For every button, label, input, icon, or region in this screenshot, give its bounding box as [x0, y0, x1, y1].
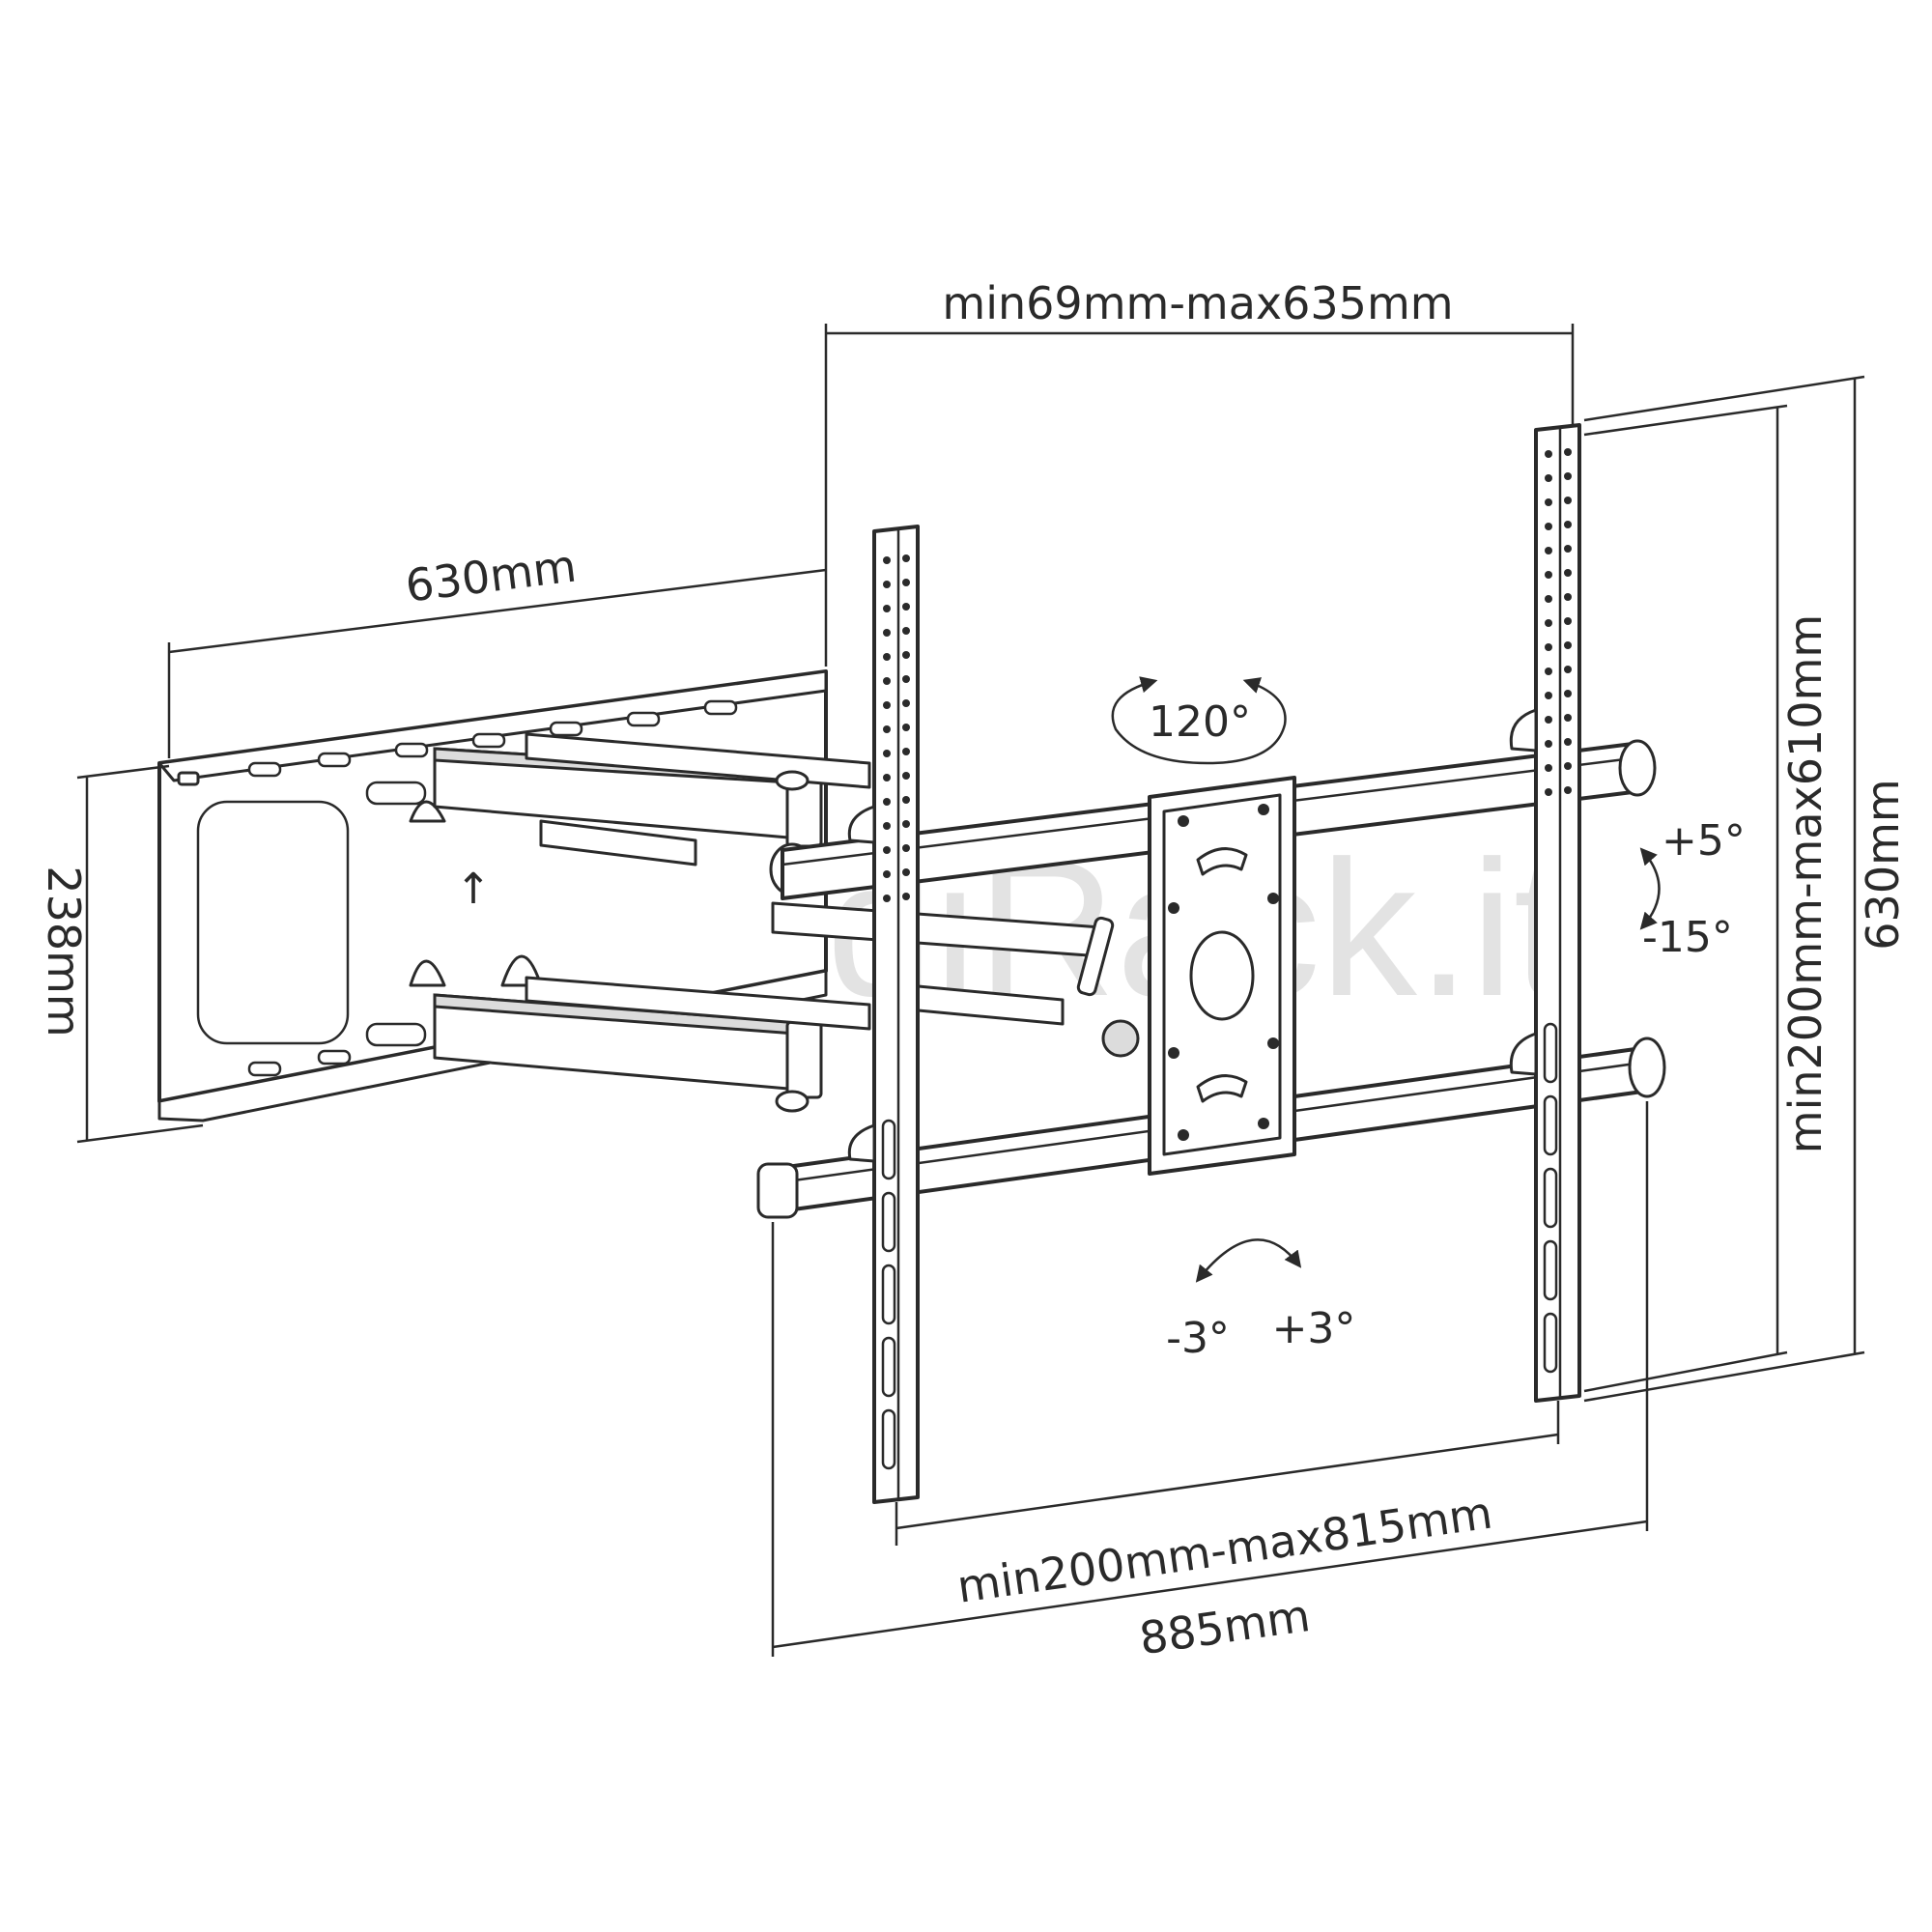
swivel-plate — [1148, 776, 1296, 1176]
wall-plate-height-label: 238mm — [38, 866, 90, 1037]
vertical-hole-span-dimension: min200mm-max610mm — [1583, 404, 1832, 1393]
left-vertical-strap — [847, 525, 920, 1504]
overall-width-label: 885mm — [1136, 1589, 1313, 1664]
vertical-hole-span-label: min200mm-max610mm — [1779, 614, 1832, 1153]
swivel-indicator: 120° — [1111, 676, 1287, 765]
swivel-angle-label: 120° — [1149, 697, 1251, 747]
wall-plate-height-dimension: 238mm — [38, 764, 204, 1144]
top-span-dimension: min69mm-max635mm — [824, 277, 1575, 667]
overall-height-dimension: 630mm — [1583, 375, 1909, 1403]
svg-text:↑: ↑ — [456, 865, 492, 914]
level-right-label: +3° — [1272, 1304, 1356, 1353]
tilt-down-label: -15° — [1642, 913, 1733, 962]
top-span-label: min69mm-max635mm — [942, 277, 1453, 329]
arm-extension-label: 630mm — [403, 540, 580, 612]
wall-plate-cutout — [196, 800, 350, 1045]
tilt-up-label: +5° — [1662, 816, 1746, 866]
horizontal-hole-span-label: min200mm-max815mm — [954, 1487, 1495, 1613]
level-indicator: -3° +3° — [1166, 1238, 1356, 1363]
right-vertical-strap — [1509, 423, 1581, 1403]
level-left-label: -3° — [1166, 1314, 1230, 1363]
overall-height-label: 630mm — [1857, 779, 1909, 950]
tilt-indicator: +5° -15° — [1639, 816, 1746, 962]
